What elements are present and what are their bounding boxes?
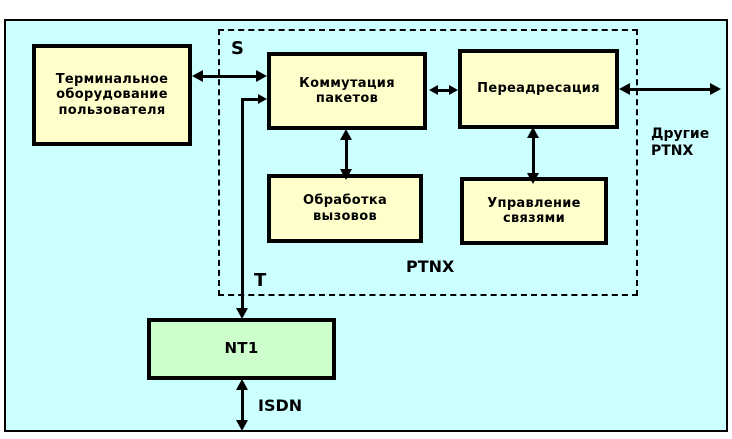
label-s-point: S xyxy=(231,38,244,59)
box-terminal-equipment-label: Терминальное оборудование пользователя xyxy=(55,72,169,118)
connector-nt1-isdn-arrow-down xyxy=(236,420,248,431)
connector-terminal-packet-line xyxy=(202,75,258,78)
connector-forwarding-management-arrow-up xyxy=(527,127,539,138)
connector-forwarding-other-line xyxy=(628,88,713,91)
connector-packet-processing-arrow-down xyxy=(340,169,352,180)
label-t-point: T xyxy=(254,270,267,291)
box-nt1-label: NT1 xyxy=(224,339,259,358)
connector-nt1-isdn-line xyxy=(241,385,244,423)
connector-forwarding-other-arrow-right xyxy=(710,83,721,95)
connector-forwarding-management-arrow-down xyxy=(527,173,539,184)
connector-terminal-packet-arrow-right xyxy=(256,70,267,82)
label-isdn: ISDN xyxy=(258,396,303,415)
box-packet-switching-label: Коммутация пакетов xyxy=(299,75,395,106)
label-ptnx: PTNX xyxy=(406,257,455,276)
box-terminal-equipment[interactable]: Терминальное оборудование пользователя xyxy=(32,44,192,146)
box-nt1[interactable]: NT1 xyxy=(147,318,336,380)
connector-t-arrow-into-packet xyxy=(258,94,267,104)
box-connection-management[interactable]: Управление связями xyxy=(460,177,608,245)
diagram-canvas: Терминальное оборудование пользователя К… xyxy=(4,19,728,432)
connector-packet-forwarding-arrow-left xyxy=(429,85,438,95)
box-call-forwarding[interactable]: Переадресация xyxy=(458,49,619,129)
box-call-forwarding-label: Переадресация xyxy=(477,81,600,97)
connector-packet-forwarding-arrow-right xyxy=(449,85,458,95)
connector-forwarding-other-arrow-left xyxy=(619,83,630,95)
box-connection-management-label: Управление связями xyxy=(487,195,581,226)
ptnx-boundary xyxy=(218,29,638,296)
box-call-processing[interactable]: Обработка вызовов xyxy=(267,174,423,243)
connector-t-horizontal-stub xyxy=(241,98,261,101)
connector-t-vertical-line xyxy=(241,99,244,311)
connector-packet-processing-arrow-up xyxy=(340,129,352,140)
box-packet-switching[interactable]: Коммутация пакетов xyxy=(267,52,427,130)
connector-nt1-isdn-arrow-up xyxy=(236,379,248,390)
connector-t-arrow-down-nt1 xyxy=(236,308,248,319)
connector-packet-processing-line xyxy=(345,137,348,173)
connector-forwarding-management-line xyxy=(532,135,535,177)
label-other-ptnx: Другие PTNX xyxy=(651,126,710,159)
connector-terminal-packet-arrow-left xyxy=(192,70,203,82)
connector-packet-forwarding-line xyxy=(435,89,451,92)
box-call-processing-label: Обработка вызовов xyxy=(302,193,388,224)
